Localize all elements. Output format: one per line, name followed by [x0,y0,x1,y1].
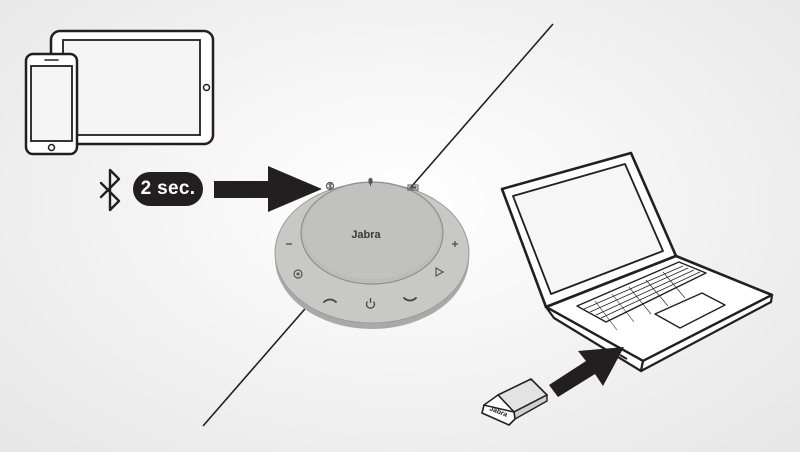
tablet-icon [49,29,215,146]
laptop-icon [500,151,774,373]
usb-port [619,354,628,360]
speakerphone-device: Jabra [274,178,470,329]
arrow-up-right-icon [549,347,624,397]
phone-icon [24,52,79,156]
usb-dongle: Jabra [481,378,548,426]
microsoft-teams-icon [293,269,303,279]
end-call-icon [403,297,417,302]
duration-badge: 2 sec. [133,172,203,206]
bluetooth-icon [99,168,121,212]
answer-call-icon [323,298,337,303]
speaker-brand-label: Jabra [351,229,381,241]
battery-icon [407,184,419,191]
laptop-touchpad [654,292,726,329]
bluetooth-button-icon [325,181,335,191]
power-icon [365,298,376,309]
volume-up-icon [452,241,458,247]
arrow-right-icon [214,166,322,212]
laptop-keyboard [576,261,707,323]
play-icon [435,266,445,278]
mute-mic-icon [368,178,373,186]
